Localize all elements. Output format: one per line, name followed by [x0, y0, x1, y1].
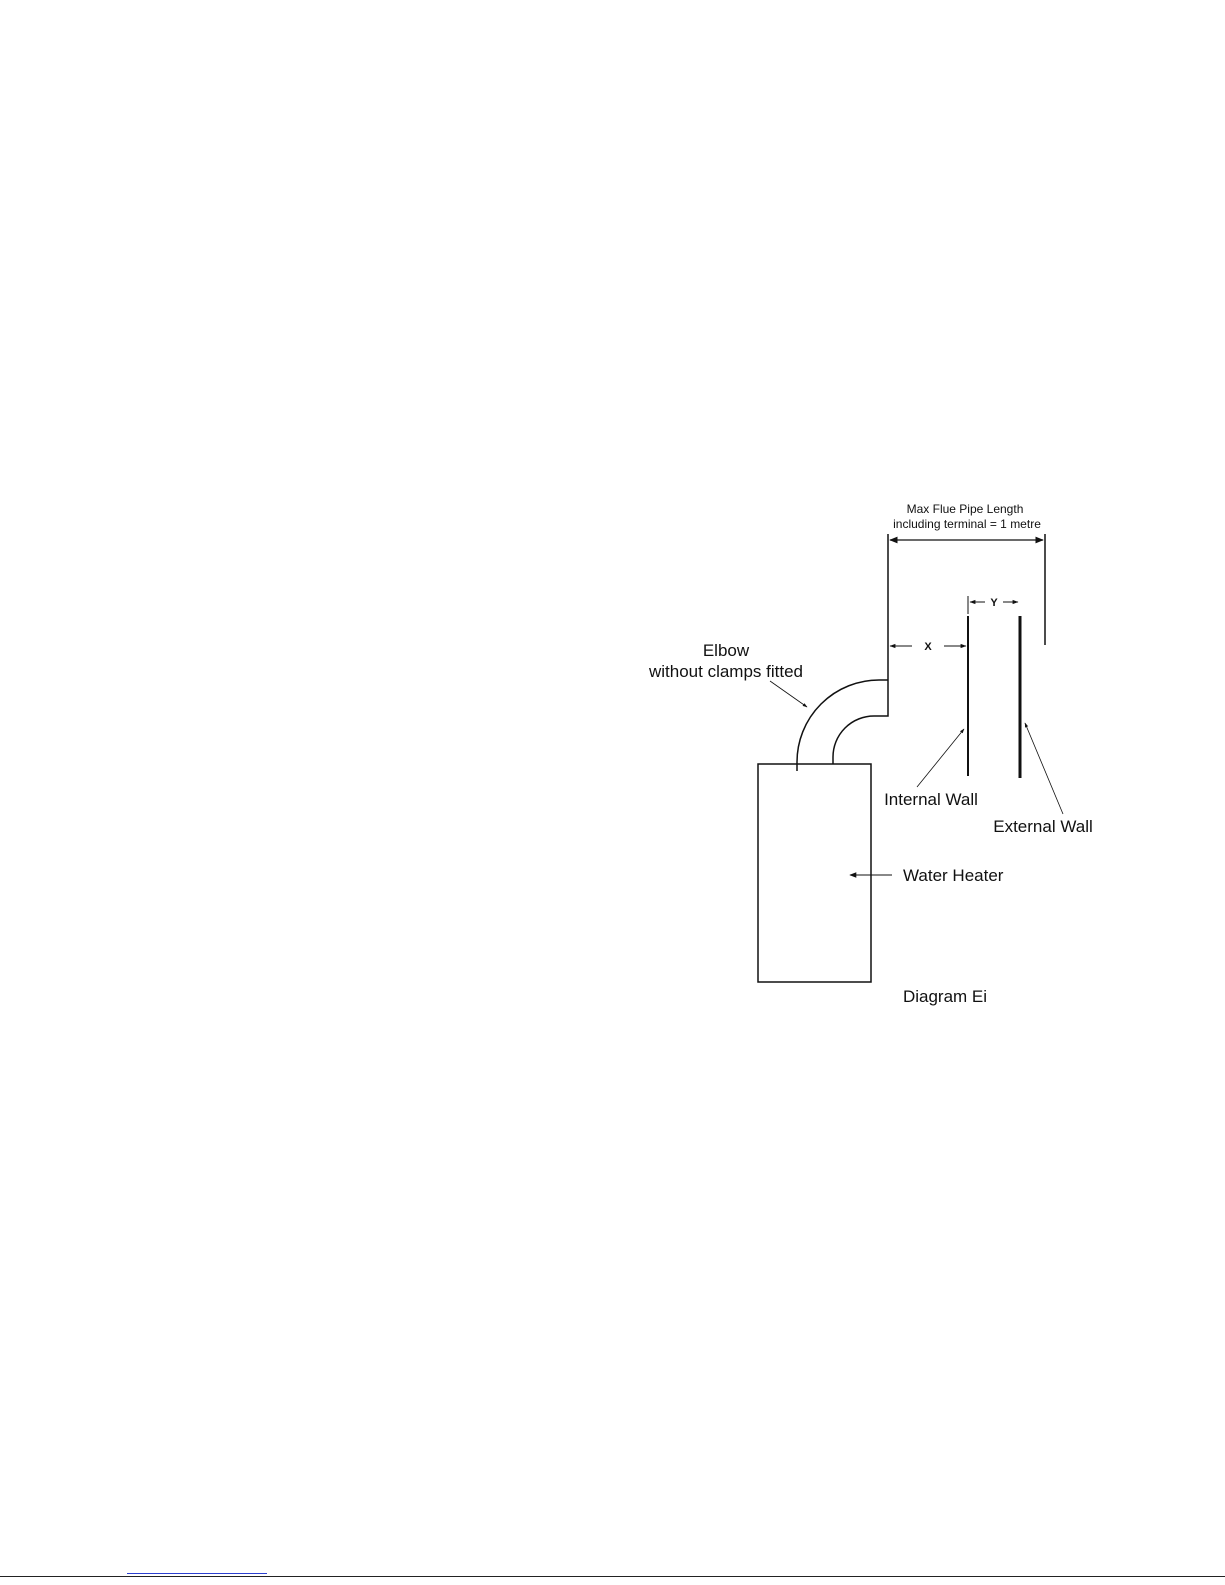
external-wall-label: External Wall [993, 817, 1093, 836]
y-dimension: Y [968, 596, 1018, 614]
max-length-label-line1: Max Flue Pipe Length [907, 502, 1024, 516]
water-heater-body [758, 764, 871, 982]
x-dimension-label: X [924, 641, 932, 653]
elbow-label-line2: without clamps fitted [648, 662, 803, 681]
elbow-label-line1: Elbow [703, 641, 750, 660]
footer-link-underline [127, 1573, 267, 1574]
internal-wall-label: Internal Wall [884, 790, 978, 809]
water-heater-label: Water Heater [903, 866, 1004, 885]
elbow-pipe [797, 634, 888, 771]
x-dimension: X [890, 641, 966, 653]
external-wall-leader-arrow [1025, 723, 1063, 814]
footer-rule [0, 1576, 1225, 1577]
max-length-label-line2: including terminal = 1 metre [893, 517, 1041, 531]
diagram-caption: Diagram Ei [903, 987, 987, 1006]
elbow-leader-arrow [770, 681, 807, 707]
y-dimension-label: Y [990, 597, 998, 609]
internal-wall-leader-arrow [917, 729, 964, 787]
